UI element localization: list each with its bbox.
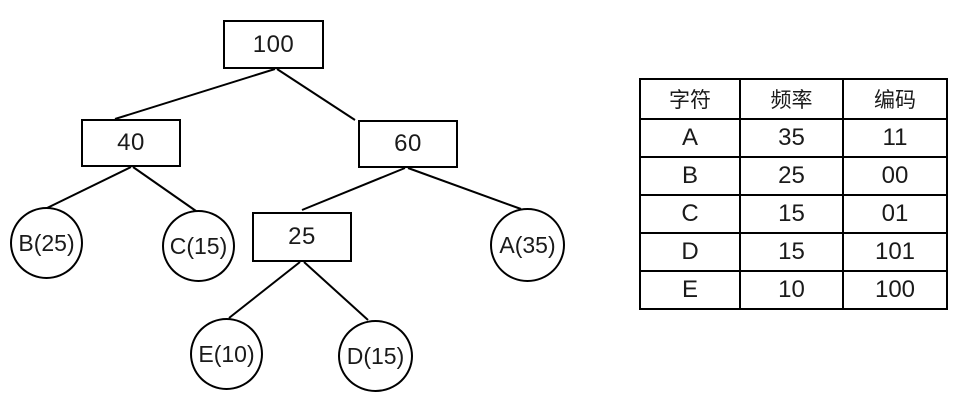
- cell-freq: 10: [739, 270, 844, 310]
- table-header-code: 编码: [842, 78, 948, 120]
- edge-root-sum40: [114, 68, 276, 120]
- cell-char: E: [639, 270, 741, 310]
- tree-node-sum60: 60: [358, 120, 458, 168]
- cell-freq: 15: [739, 232, 844, 272]
- cell-char: B: [639, 156, 741, 196]
- edge-sum25-leafD: [303, 261, 369, 321]
- table-row: B 25 00: [639, 156, 948, 196]
- tree-leaf-E-label: E(10): [198, 340, 255, 367]
- table-row: E 10 100: [639, 270, 948, 310]
- tree-leaf-C-label: C(15): [169, 232, 228, 259]
- cell-char: D: [639, 232, 741, 272]
- tree-leaf-E: E(10): [190, 318, 263, 390]
- cell-char: C: [639, 194, 741, 234]
- tree-leaf-A: A(35): [490, 208, 565, 282]
- edge-sum60-sum25: [301, 167, 406, 211]
- table-header-row: 字符 频率 编码: [639, 78, 948, 120]
- cell-code: 00: [842, 156, 948, 196]
- tree-leaf-D-label: D(15): [346, 342, 405, 369]
- cell-char: A: [639, 118, 741, 158]
- edge-sum60-leafA: [407, 167, 522, 210]
- cell-code: 01: [842, 194, 948, 234]
- table-row: C 15 01: [639, 194, 948, 234]
- tree-leaf-B: B(25): [10, 207, 83, 279]
- edge-root-sum60: [276, 68, 356, 121]
- huffman-code-table: 字符 频率 编码 A 35 11 B 25 00 C 15 01 D: [639, 78, 948, 310]
- table-header-freq: 频率: [739, 78, 844, 120]
- tree-node-sum60-label: 60: [394, 130, 422, 157]
- tree-node-sum25: 25: [252, 212, 352, 262]
- table-row: D 15 101: [639, 232, 948, 272]
- edge-sum40-leafB: [44, 166, 132, 210]
- tree-node-sum40: 40: [81, 119, 181, 167]
- tree-leaf-B-label: B(25): [18, 229, 75, 256]
- cell-code: 100: [842, 270, 948, 310]
- cell-code: 11: [842, 118, 948, 158]
- tree-leaf-C: C(15): [162, 210, 235, 282]
- edge-sum40-leafC: [132, 166, 197, 212]
- tree-node-sum25-label: 25: [288, 223, 316, 250]
- tree-node-sum40-label: 40: [117, 129, 145, 156]
- edge-sum25-leafE: [228, 261, 301, 319]
- tree-leaf-D: D(15): [338, 320, 413, 392]
- tree-node-root: 100: [223, 20, 324, 69]
- table-header-char: 字符: [639, 78, 741, 120]
- cell-code: 101: [842, 232, 948, 272]
- table-row: A 35 11: [639, 118, 948, 158]
- cell-freq: 25: [739, 156, 844, 196]
- tree-leaf-A-label: A(35): [499, 231, 556, 258]
- cell-freq: 15: [739, 194, 844, 234]
- cell-freq: 35: [739, 118, 844, 158]
- tree-node-root-label: 100: [252, 30, 295, 58]
